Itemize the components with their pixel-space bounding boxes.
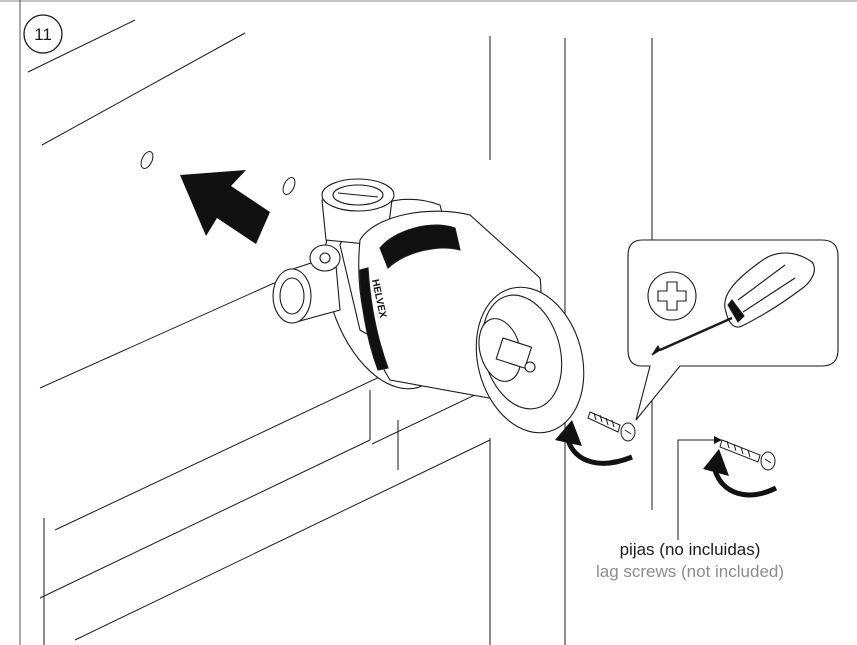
valve-assembly: [272, 178, 585, 434]
callout-label-spanish: pijas (no incluidas): [619, 540, 761, 559]
callout-label-english: lag screws (not included): [595, 562, 785, 581]
lag-screw-1: [587, 411, 636, 442]
screwdriver-callout: [627, 239, 839, 421]
phillips-head-icon: [647, 271, 697, 321]
step-number: 11: [34, 25, 52, 44]
curved-arrow-icon: [555, 420, 633, 466]
mounting-hole-right: [282, 177, 296, 195]
leader-line: [677, 439, 720, 540]
lag-screw-2: [719, 439, 776, 471]
curved-arrow-icon: [703, 449, 778, 498]
step-number-badge: 11: [23, 14, 63, 54]
phillips-screwdriver-icon: [651, 252, 815, 356]
push-arrow-icon: [180, 170, 270, 244]
leader-arrowhead: [714, 436, 722, 444]
mounting-hole-left: [140, 151, 154, 169]
